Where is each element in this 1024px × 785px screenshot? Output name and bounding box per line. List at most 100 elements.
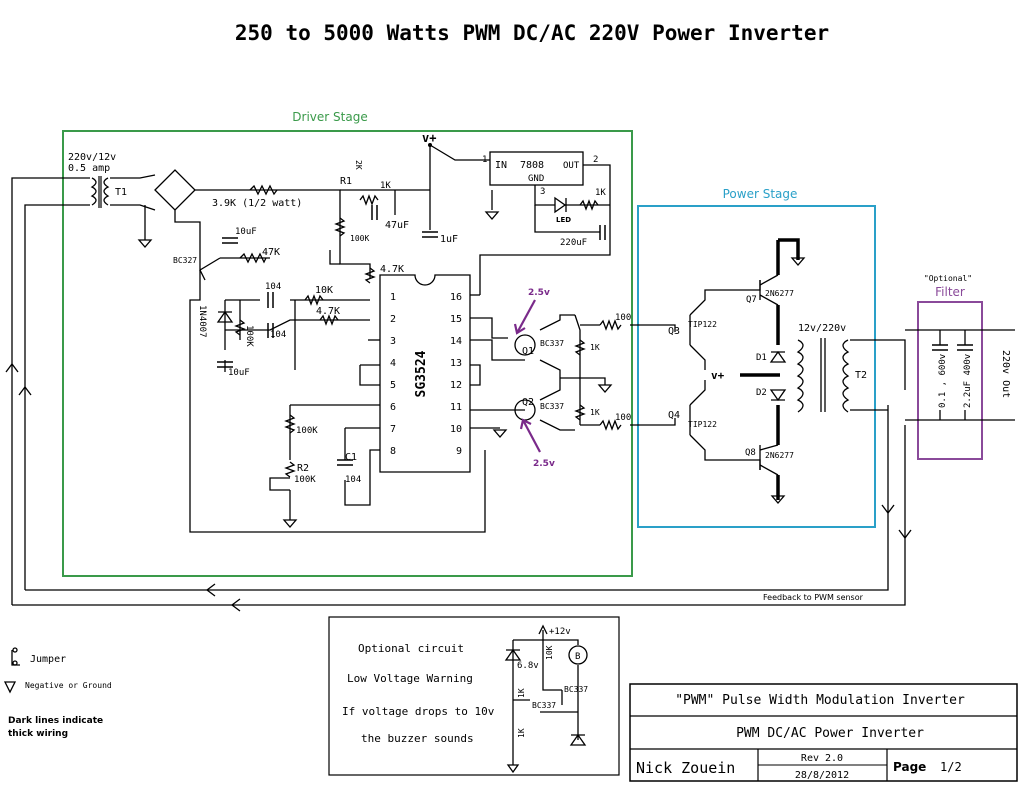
pin-13: 13: [450, 358, 462, 369]
optional-r-10k: 10K: [545, 645, 554, 660]
r-1k-b-label: 1K: [590, 408, 600, 417]
reg-gnd-label: GND: [528, 174, 544, 184]
r-1k-led-label: 1K: [595, 188, 606, 198]
c-47uf-label: 47uF: [385, 220, 409, 231]
r-47k-label: 47K: [262, 247, 280, 258]
tip122-b-label: TIP122: [688, 420, 717, 429]
2n6277-a-label: 2N6277: [765, 289, 794, 298]
pin-10: 10: [450, 424, 462, 435]
reg-pin2: 2: [593, 155, 598, 165]
t1-label: T1: [115, 187, 127, 198]
power-stage-label: Power Stage: [723, 187, 798, 201]
q1-transistor: [514, 334, 536, 356]
title-block-page-label: Page: [893, 760, 926, 774]
diode-1n4007: [216, 310, 234, 323]
r2-value: 100K: [294, 475, 316, 485]
c-104-a-label: 104: [265, 282, 281, 292]
schematic-title: 250 to 5000 Watts PWM DC/AC 220V Power I…: [235, 21, 829, 45]
r2-label: R2: [297, 463, 309, 474]
power-transistors: [689, 274, 779, 476]
regulator-7808: [489, 151, 584, 186]
filter-box: [917, 301, 983, 460]
ic-pins-right: 16 15 14 13 12 11 10 9: [450, 292, 462, 457]
reg-name-label: 7808: [520, 160, 544, 171]
bc337-a-label: BC337: [540, 339, 564, 348]
bc327-label: BC327: [173, 256, 197, 265]
r-100-b-label: 100: [615, 413, 631, 423]
d1-label: D1: [756, 353, 767, 363]
pin-1: 1: [390, 292, 396, 303]
title-block-page: 1/2: [940, 760, 962, 774]
supply-arrow-icon: [538, 624, 548, 635]
legend-thick-1: Dark lines indicate: [8, 716, 103, 726]
optional-circuit-box: [328, 616, 620, 776]
pin-8: 8: [390, 446, 396, 457]
q2-label: Q2: [522, 397, 534, 408]
jumper-icon: [11, 650, 20, 666]
title-block-row1: "PWM" Pulse Width Modulation Inverter: [675, 693, 965, 708]
pin-2: 2: [390, 314, 396, 325]
c-104-b-label: 104: [270, 330, 286, 340]
r-10k-label: 10K: [315, 285, 333, 296]
filter-note: "Optional": [924, 274, 972, 283]
capacitors: [217, 205, 973, 466]
optional-supply: +12v: [549, 627, 571, 637]
cap-0-1-label: 0.1 , 600v: [938, 354, 948, 408]
tip122-a-label: TIP122: [688, 320, 717, 329]
zener-diode: [504, 648, 522, 661]
filter-label: Filter: [935, 285, 965, 299]
driver-stage-box: [62, 130, 633, 577]
r-4-7k-top-label: 4.7K: [380, 264, 404, 275]
optional-bc337-b: BC337: [532, 701, 556, 710]
led-warning-icon: [569, 733, 587, 746]
voltage-arrows: [513, 299, 541, 453]
t1-transformer: [90, 176, 110, 208]
thin-wiring: [11, 144, 1015, 606]
pin-5: 5: [390, 380, 396, 391]
reg-in-label: IN: [495, 160, 507, 171]
r-1k-a-label: 1K: [590, 343, 600, 352]
c-10uf-a-label: 10uF: [235, 227, 257, 237]
ground-symbols: [137, 211, 806, 528]
feedback-label: Feedback to PWM sensor: [763, 593, 864, 602]
jumper-dot-top-icon: [12, 647, 18, 653]
r-100k-b-label: 100K: [244, 325, 254, 347]
r-3-9k-label: 3.9K (1/2 watt): [212, 198, 302, 209]
c-220uf-label: 220uF: [560, 238, 587, 248]
t2-transformer: [796, 338, 850, 413]
diode-1n4007-label: 1N4007: [197, 305, 207, 338]
c-10uf-b-label: 10uF: [228, 368, 250, 378]
led-icon: [554, 196, 567, 214]
pin-3: 3: [390, 336, 396, 347]
title-block-date: 28/8/2012: [795, 770, 849, 781]
pin-15: 15: [450, 314, 462, 325]
t2-label: T2: [855, 370, 867, 381]
d2-diode: [769, 389, 787, 402]
sg3524-ic: [379, 274, 471, 473]
output-label: 220v Out: [1000, 350, 1011, 398]
c-1uf-label: 1uF: [440, 234, 458, 245]
title-block-rev: Rev 2.0: [801, 753, 843, 764]
optional-buzzer: B: [575, 652, 580, 662]
ic-label: SG3524: [414, 350, 429, 397]
r-100k-c-label: 100K: [296, 426, 318, 436]
reg-out-label: OUT: [563, 161, 580, 171]
buzzer-icon: [568, 645, 588, 665]
legend-jumper: Jumper: [30, 654, 66, 665]
loop-arrows: [5, 362, 912, 612]
t2-rating: 12v/220v: [798, 323, 846, 334]
power-stage-box: [637, 205, 876, 528]
d2-label: D2: [756, 388, 767, 398]
pin-9: 9: [456, 446, 462, 457]
optional-line4: the buzzer sounds: [361, 732, 474, 745]
q1-label: Q1: [522, 346, 534, 357]
r-100-a-label: 100: [615, 313, 631, 323]
d1-diode: [769, 350, 787, 363]
pin-6: 6: [390, 402, 396, 413]
2n6277-b-label: 2N6277: [765, 451, 794, 460]
optional-line1: Optional circuit: [358, 642, 464, 655]
t1-rating-2: 0.5 amp: [68, 163, 110, 174]
q7-label: Q7: [746, 295, 757, 305]
r-1k-top-label: 1K: [380, 181, 391, 191]
